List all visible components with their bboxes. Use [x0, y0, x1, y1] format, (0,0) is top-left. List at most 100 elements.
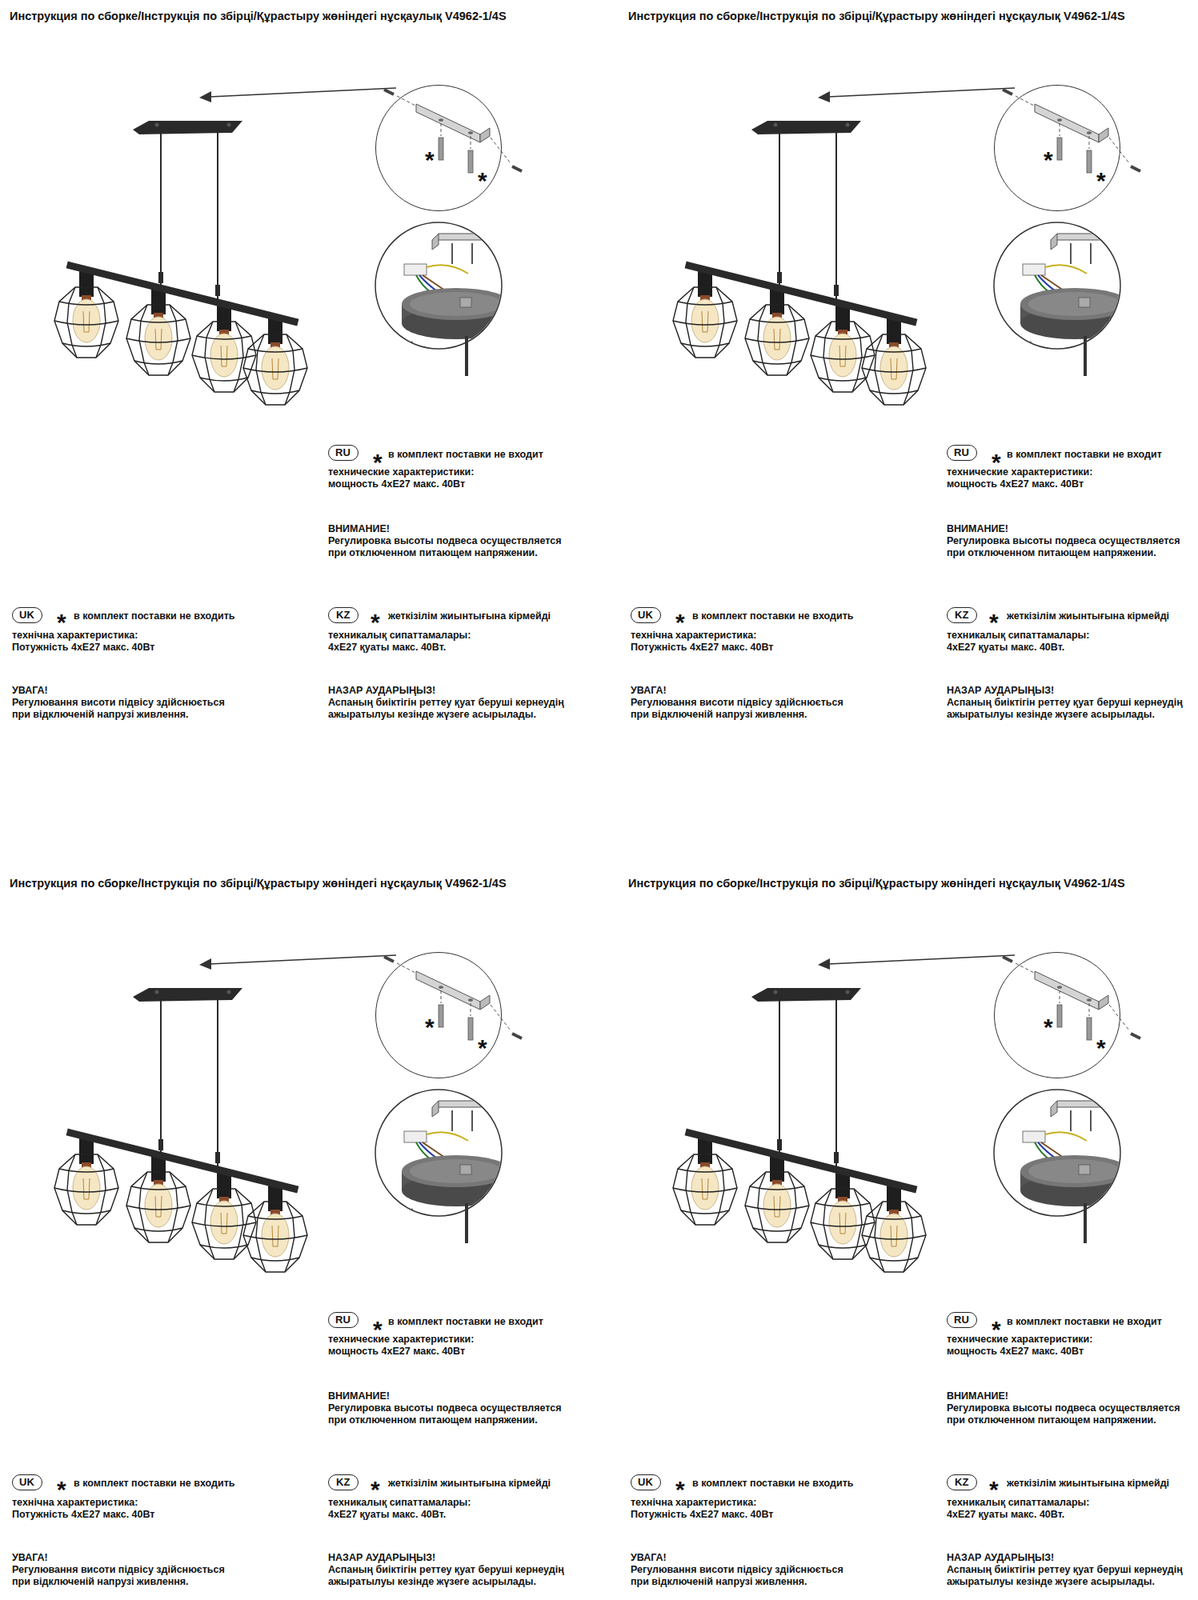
language-badge: KZ	[946, 1474, 978, 1491]
instruction-text: Регулювання висоти підвісу здійснюється	[12, 697, 225, 710]
lamp-illustration	[54, 955, 522, 1273]
language-code: KZ	[954, 1475, 969, 1490]
language-badge: UK	[630, 1474, 662, 1491]
lamp-illustration	[673, 88, 1141, 405]
language-code: KZ	[336, 608, 350, 622]
asterisk-mark: *	[424, 145, 435, 175]
instruction-text: технические характеристики:	[328, 1334, 474, 1347]
instruction-text: Аспаның биіктігін реттеу қуат беруші кер…	[328, 1564, 565, 1577]
instruction-text: ажыратылуы кезінде жүзеге асырылады.	[328, 1576, 537, 1589]
instruction-text: в комплект поставки не входить	[692, 1478, 854, 1491]
instruction-text: НАЗАР АУДАРЫҢЫЗ!	[328, 1552, 436, 1565]
language-code: UK	[637, 1475, 654, 1490]
instruction-text: при відключеній напрузі живлення.	[630, 1576, 808, 1589]
instruction-text: жеткізілім жиынтығына кірмейді	[1006, 610, 1170, 623]
instruction-text: в комплект поставки не входит	[388, 448, 544, 461]
language-code: RU	[953, 445, 970, 460]
instruction-text: Аспаның биіктігін реттеу қуат беруші кер…	[946, 1564, 1183, 1577]
asterisk-mark: *	[1096, 166, 1106, 196]
instruction-text: при отключенном питающем напряжении.	[946, 1414, 1157, 1427]
asterisk-mark: *	[1096, 1033, 1106, 1063]
instruction-text: техникалық сипаттамалары:	[946, 629, 1090, 642]
lamp-illustration	[54, 88, 522, 405]
instruction-text: 4xE27 қуаты макс. 40Вт.	[946, 641, 1065, 654]
language-code: UK	[19, 1475, 35, 1490]
sheet-title: Инструкция по сборке/Інструкція по збірц…	[9, 877, 507, 891]
instruction-text: Регулировка высоты подвеса осуществляетс…	[946, 535, 1180, 548]
instruction-text: мощность 4xE27 макс. 40Вт	[328, 1346, 465, 1359]
instruction-text: 4xE27 қуаты макс. 40Вт.	[328, 641, 446, 654]
instruction-text: технічна характеристика:	[12, 1497, 138, 1510]
instruction-text: Аспаның биіктігін реттеу қуат беруші кер…	[328, 697, 565, 710]
instruction-text: Аспаның биіктігін реттеу қуат беруші кер…	[946, 697, 1183, 710]
language-badge: UK	[12, 607, 43, 624]
instruction-text: мощность 4xE27 макс. 40Вт	[946, 1346, 1084, 1359]
asterisk-mark: *	[477, 166, 488, 196]
instruction-text: ажыратылуы кезінде жүзеге асырылады.	[946, 1576, 1155, 1589]
instruction-text: Регулювання висоти підвісу здійснюється	[630, 697, 844, 710]
instruction-text: УВАГА!	[12, 1552, 49, 1565]
sheet-title: Инструкция по сборке/Інструкція по збірц…	[628, 877, 1126, 891]
instruction-text: при відключеній напрузі живлення.	[12, 1576, 189, 1589]
instruction-text: при відключеній напрузі живлення.	[12, 709, 189, 722]
language-badge: RU	[946, 1312, 978, 1329]
language-code: UK	[19, 608, 35, 622]
instruction-text: ажыратылуы кезінде жүзеге асырылады.	[946, 709, 1155, 722]
instruction-text: технические характеристики:	[946, 1334, 1093, 1347]
instruction-text: жеткізілім жиынтығына кірмейді	[1006, 1478, 1170, 1491]
instruction-text: в комплект поставки не входит	[1006, 1316, 1162, 1329]
instruction-text: техникалық сипаттамалары:	[946, 1497, 1090, 1510]
instruction-text: в комплект поставки не входить	[73, 1478, 235, 1491]
instruction-text: Регулировка высоты подвеса осуществляетс…	[946, 1402, 1180, 1415]
instruction-text: в комплект поставки не входить	[692, 610, 854, 623]
instruction-text: при отключенном питающем напряжении.	[328, 1414, 538, 1427]
instruction-text: НАЗАР АУДАРЫҢЫЗ!	[946, 1552, 1054, 1565]
language-badge: UK	[630, 607, 662, 624]
instruction-text: Регулювання висоти підвісу здійснюється	[12, 1564, 225, 1577]
language-badge: KZ	[328, 1474, 359, 1491]
language-code: RU	[953, 1313, 970, 1327]
instruction-text: при отключенном питающем напряжении.	[946, 547, 1157, 560]
language-badge: RU	[328, 1312, 359, 1329]
instruction-text: Регулировка высоты подвеса осуществляетс…	[328, 1402, 561, 1415]
instruction-text: НАЗАР АУДАРЫҢЫЗ!	[946, 685, 1054, 698]
instruction-text: Потужність 4xE27 макс. 40Вт	[630, 641, 774, 654]
instruction-text: УВАГА!	[12, 685, 49, 698]
language-badge: RU	[946, 444, 978, 461]
language-code: KZ	[336, 1475, 350, 1490]
instruction-text: 4xE27 қуаты макс. 40Вт.	[946, 1509, 1065, 1522]
asterisk-mark: *	[1043, 145, 1054, 175]
instruction-text: ВНИМАНИЕ!	[946, 523, 1009, 536]
instruction-text: технічна характеристика:	[630, 1497, 757, 1510]
instruction-text: Потужність 4xE27 макс. 40Вт	[12, 641, 156, 654]
instruction-text: техникалық сипаттамалары:	[328, 1497, 471, 1510]
sheet-title: Инструкция по сборке/Інструкція по збірц…	[628, 9, 1126, 24]
detail-inset: **	[375, 84, 502, 212]
instruction-text: УВАГА!	[630, 685, 667, 698]
instruction-text: ВНИМАНИЕ!	[946, 1390, 1009, 1403]
instruction-text: УВАГА!	[630, 1552, 667, 1565]
instruction-text: ВНИМАНИЕ!	[328, 523, 390, 536]
instruction-text: мощность 4xE27 макс. 40Вт	[328, 478, 465, 491]
detail-inset: **	[993, 84, 1121, 212]
sheet-title: Инструкция по сборке/Інструкція по збірц…	[9, 9, 507, 24]
detail-inset: **	[375, 952, 502, 1079]
instruction-text: в комплект поставки не входит	[1006, 448, 1162, 461]
asterisk-mark: *	[1043, 1013, 1054, 1042]
instruction-text: жеткізілім жиынтығына кірмейді	[388, 1478, 551, 1491]
instruction-text: в комплект поставки не входит	[388, 1316, 544, 1329]
instruction-text: Потужність 4xE27 макс. 40Вт	[12, 1509, 156, 1522]
instruction-text: мощность 4xE27 макс. 40Вт	[946, 478, 1084, 491]
instruction-text: Регулировка высоты подвеса осуществляетс…	[328, 535, 561, 548]
instruction-text: НАЗАР АУДАРЫҢЫЗ!	[328, 685, 436, 698]
detail-inset: **	[993, 952, 1121, 1079]
instruction-text: при отключенном питающем напряжении.	[328, 547, 538, 560]
instruction-text: техникалық сипаттамалары:	[328, 629, 471, 642]
asterisk-mark: *	[477, 1033, 488, 1063]
language-badge: RU	[328, 444, 359, 461]
instruction-text: технические характеристики:	[946, 466, 1093, 479]
language-code: KZ	[954, 608, 969, 622]
language-code: RU	[335, 1313, 351, 1327]
